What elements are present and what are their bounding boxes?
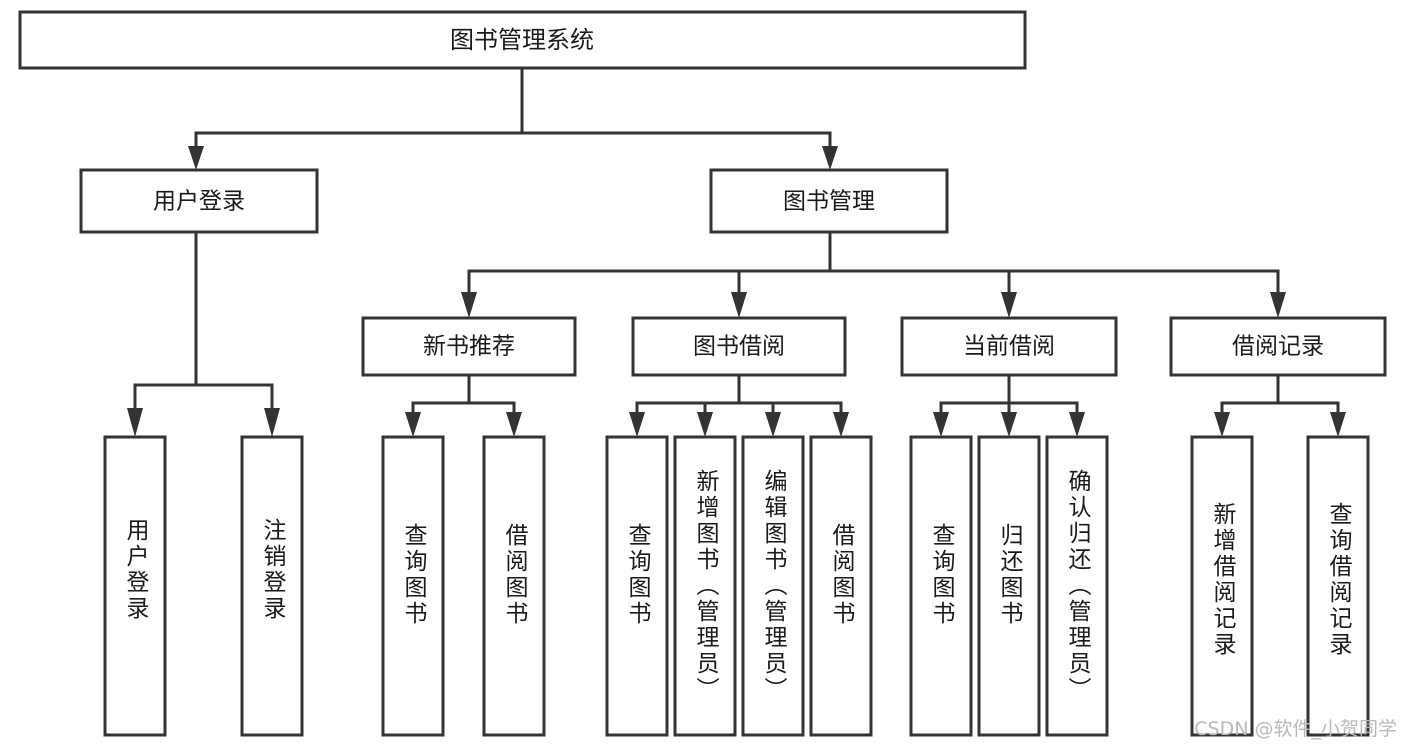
node-leaf-borrow-book-2-label: 借阅图书	[828, 523, 856, 627]
node-leaf-query-book-2[interactable]: 查询图书	[605, 435, 669, 737]
node-root-box[interactable]	[18, 10, 1027, 70]
connector-userlogin-to-leaves	[127, 230, 280, 437]
node-leaf-query-book-2-label: 查询图书	[624, 523, 652, 627]
arrow-head-leaf-edit-book	[765, 412, 781, 437]
node-book-management-label: 图书管理	[783, 189, 875, 215]
arrow-head-user-login	[188, 146, 204, 170]
node-new-book-recommend-box[interactable]	[361, 316, 577, 377]
node-leaf-add-record[interactable]: 新增借阅记录	[1190, 435, 1254, 737]
node-leaf-edit-book-box[interactable]	[741, 435, 805, 737]
node-leaf-user-login-box[interactable]	[103, 435, 167, 737]
node-leaf-edit-book-label: 编辑图书（管理员）	[760, 469, 788, 703]
arrow-head-leaf-borrow-book-2	[833, 412, 849, 437]
node-leaf-query-record-label: 查询借阅记录	[1325, 502, 1353, 658]
node-user-login-label: 用户登录	[153, 189, 245, 215]
arrow-head-leaf-confirm-return	[1069, 412, 1085, 437]
node-leaf-return-book-box[interactable]	[977, 435, 1041, 737]
node-leaf-query-book-3[interactable]: 查询图书	[909, 435, 973, 737]
node-leaf-user-login-label: 用户登录	[122, 518, 150, 622]
node-leaf-query-book-2-box[interactable]	[605, 435, 669, 737]
arrow-head-leaf-borrow-book-1	[506, 412, 522, 437]
node-leaf-logout-login-box[interactable]	[240, 435, 304, 737]
node-leaf-logout-login-label: 注销登录	[259, 518, 287, 622]
node-leaf-borrow-book-2-box[interactable]	[809, 435, 873, 737]
node-leaf-confirm-return-label: 确认归还（管理员）	[1064, 469, 1092, 703]
node-leaf-add-book-label: 新增图书（管理员）	[692, 469, 720, 703]
arrow-head-leaf-logout-login	[264, 408, 280, 437]
node-book-management-box[interactable]	[709, 168, 949, 234]
node-book-borrow-box[interactable]	[631, 316, 847, 377]
node-leaf-return-book-label: 归还图书	[996, 523, 1024, 627]
node-new-book-recommend[interactable]: 新书推荐	[361, 316, 577, 377]
arrow-head-book-borrow	[731, 292, 747, 318]
node-leaf-borrow-book-1-box[interactable]	[482, 435, 546, 737]
node-leaf-query-book-1[interactable]: 查询图书	[381, 435, 445, 737]
node-leaf-query-record[interactable]: 查询借阅记录	[1306, 435, 1370, 737]
arrow-head-leaf-add-book	[697, 412, 713, 437]
node-root[interactable]: 图书管理系统	[18, 10, 1027, 70]
node-leaf-query-record-box[interactable]	[1306, 435, 1370, 737]
node-root-label: 图书管理系统	[450, 26, 594, 54]
arrow-head-leaf-query-book-3	[933, 412, 949, 437]
node-leaf-query-book-3-box[interactable]	[909, 435, 973, 737]
arrow-head-leaf-user-login	[127, 408, 143, 437]
node-leaf-query-book-1-label: 查询图书	[400, 523, 428, 627]
node-leaf-confirm-return[interactable]: 确认归还（管理员）	[1045, 435, 1109, 737]
arrow-head-leaf-return-book	[1001, 412, 1017, 437]
connector-bookborrow-to-leaves	[629, 373, 849, 437]
node-leaf-add-record-label: 新增借阅记录	[1209, 502, 1237, 658]
node-current-borrow-label: 当前借阅	[963, 334, 1055, 360]
connector-borrowrecord-to-leaves	[1214, 373, 1346, 437]
node-leaf-return-book[interactable]: 归还图书	[977, 435, 1041, 737]
node-leaf-edit-book[interactable]: 编辑图书（管理员）	[741, 435, 805, 737]
node-borrow-record-label: 借阅记录	[1232, 334, 1324, 360]
node-leaf-borrow-book-2[interactable]: 借阅图书	[809, 435, 873, 737]
node-user-login-box[interactable]	[79, 168, 319, 234]
node-leaf-add-book[interactable]: 新增图书（管理员）	[673, 435, 737, 737]
node-user-login[interactable]: 用户登录	[79, 168, 319, 234]
connector-newbook-to-leaves	[405, 373, 522, 437]
node-new-book-recommend-label: 新书推荐	[423, 334, 515, 360]
node-leaf-confirm-return-box[interactable]	[1045, 435, 1109, 737]
node-leaf-logout-login[interactable]: 注销登录	[240, 435, 304, 737]
connector-bookmgmt-to-level2	[461, 230, 1286, 318]
node-leaf-add-book-box[interactable]	[673, 435, 737, 737]
node-leaf-user-login[interactable]: 用户登录	[103, 435, 167, 737]
arrow-head-leaf-query-record	[1330, 412, 1346, 437]
node-book-management[interactable]: 图书管理	[709, 168, 949, 234]
node-leaf-borrow-book-1[interactable]: 借阅图书	[482, 435, 546, 737]
arrow-head-book-management	[822, 146, 838, 170]
connector-root-to-level1	[188, 66, 838, 170]
node-borrow-record-box[interactable]	[1169, 316, 1387, 377]
node-current-borrow[interactable]: 当前借阅	[900, 316, 1118, 377]
arrow-head-leaf-query-book-1	[405, 412, 421, 437]
node-leaf-borrow-book-1-label: 借阅图书	[501, 523, 529, 627]
arrow-head-current-borrow	[1001, 292, 1017, 318]
node-borrow-record[interactable]: 借阅记录	[1169, 316, 1387, 377]
node-leaf-query-book-1-box[interactable]	[381, 435, 445, 737]
arrow-head-new-book-recommend	[461, 292, 477, 318]
arrow-head-leaf-add-record	[1214, 412, 1230, 437]
node-book-borrow-label: 图书借阅	[693, 334, 785, 360]
node-leaf-add-record-box[interactable]	[1190, 435, 1254, 737]
node-book-borrow[interactable]: 图书借阅	[631, 316, 847, 377]
node-current-borrow-box[interactable]	[900, 316, 1118, 377]
arrow-head-leaf-query-book-2	[629, 412, 645, 437]
connector-currentborrow-to-leaves	[933, 373, 1085, 437]
node-leaf-query-book-3-label: 查询图书	[928, 523, 956, 627]
arrow-head-borrow-record	[1270, 292, 1286, 318]
